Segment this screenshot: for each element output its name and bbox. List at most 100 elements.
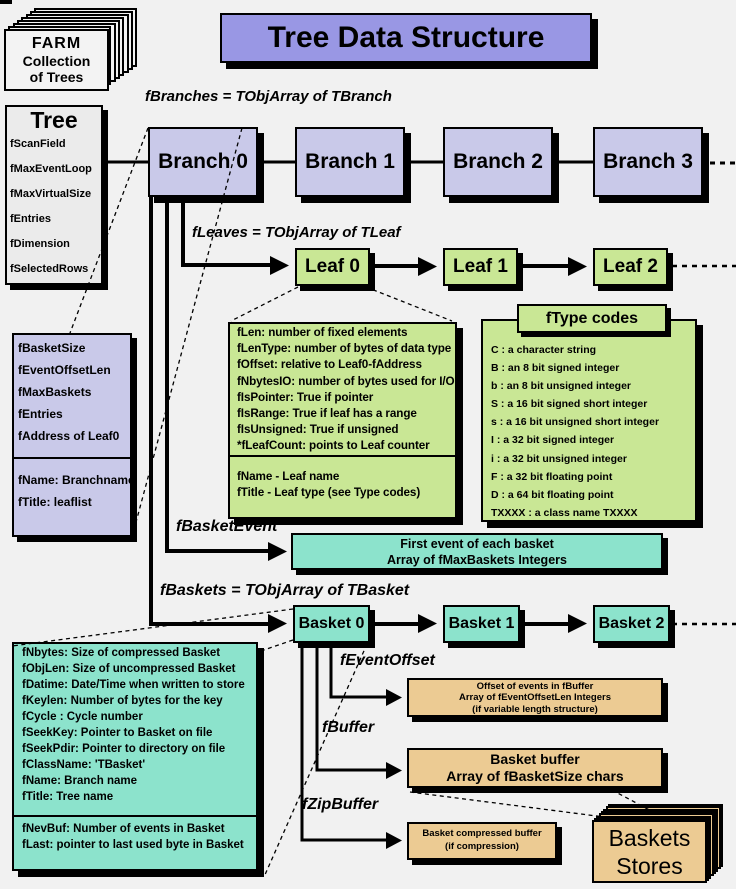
farm-title: FARM [31,35,82,52]
leaf-detail-field: fLen: number of fixed elements [237,326,408,339]
basket-detail-field: fSeekPdir: Pointer to directory on file [22,743,226,756]
basket-2-box: Basket 2 [593,605,670,643]
basket-detail-field: fClassName: 'TBasket' [22,759,146,772]
label-fleaves: fLeaves = TObjArray of TLeaf [192,224,401,241]
leaf-2-label: Leaf 2 [603,256,658,277]
branch-0-box: Branch 0 [148,127,258,197]
dash-basket0-detail-mid [257,639,294,653]
branch-detail-field: fBasketSize [18,341,86,355]
first-event-line2: Array of fMaxBaskets Integers [387,552,567,567]
branch-2-label: Branch 2 [453,150,543,173]
buffer-line2: Array of fBasketSize chars [446,768,624,784]
arrowhead-zipbuffer [386,832,402,849]
divider [14,457,130,459]
ftype-code: I : a 32 bit signed integer [491,434,615,447]
leaf-detail-field: fIsUnsigned: True if unsigned [237,423,399,437]
label-fzipbuffer: fZipBuffer [302,796,379,813]
leaf-2-box: Leaf 2 [593,248,668,286]
first-event-box: First event of each basket Array of fMax… [291,533,663,570]
leaf-detail-field: fIsPointer: True if pointer [237,390,374,404]
arrowhead-leaf1 [418,257,437,276]
basket-1-box: Basket 1 [443,605,520,643]
basket-detail-field: fNbytes: Size of compressed Basket [22,647,221,659]
basket-0-label: Basket 0 [298,615,365,632]
branch-0-label: Branch 0 [158,150,248,173]
branch-detail-name: fName: Branchname [18,473,135,487]
label-feventoffset: fEventOffset [340,652,435,669]
tree-field: fSelectedRows [10,263,89,275]
first-event-line1: First event of each basket [400,537,554,551]
leaf-detail-name: fName - Leaf name [237,470,340,483]
tree-field: fScanField [10,138,66,150]
label-fbaskets: fBaskets = TObjArray of TBasket [160,582,410,599]
branch-2-box: Branch 2 [443,127,553,197]
ftype-code: B : an 8 bit signed integer [491,362,620,375]
dash-basket0-detail-bottom [263,643,368,878]
arrowhead-firstevent [268,542,287,561]
branch-1-box: Branch 1 [295,127,405,197]
leaf-detail-name: fTitle - Leaf type (see Type codes) [237,485,421,499]
buffer-box: Basket buffer Array of fBasketSize chars [407,748,663,788]
tree-field: fDimension [10,238,70,250]
branch-1-label: Branch 1 [305,150,395,173]
baskets-front-page: Baskets Stores [592,820,707,883]
farm-line3: of Trees [29,69,84,85]
branch-detail-field: fMaxBaskets [18,385,92,399]
ftype-title-box: fType codes [517,304,667,333]
leaf-1-label: Leaf 1 [453,256,508,277]
page-title: Tree Data Structure [267,21,545,54]
basket-1-label: Basket 1 [448,615,515,632]
basket-detail-field: fName: Branch name [22,775,138,788]
tree-box: Tree fScanField fMaxEventLoop fMaxVirtua… [5,105,103,285]
leaf-detail-box: fLen: number of fixed elements fLenType:… [228,322,457,519]
label-fbuffer: fBuffer [322,719,375,736]
arrowhead-basket2 [568,614,587,633]
leaf-detail-field: *fLeafCount: points to Leaf counter [237,439,430,453]
basket-detail-field: fObjLen: Size of uncompressed Basket [22,663,236,676]
basket-detail-field: fSeekKey: Pointer to Basket on file [22,727,213,740]
ftype-code: b : an 8 bit unsigned integer [491,380,632,393]
leaf-detail-field: fNbytesIO: number of bytes used for I/O [237,374,455,388]
farm-front-page: FARM Collection of Trees [4,29,109,91]
arrowhead-buffer [386,762,402,779]
dash-leaf0-detail-left [230,286,299,322]
corner-mark [0,0,12,4]
leaf-detail-field: fLenType: number of bytes of data type [237,342,452,356]
baskets-stack-line1: Baskets [608,824,691,851]
arrowhead-basket1 [418,614,437,633]
basket-detail-field: fCycle : Cycle number [22,711,143,724]
event-offset-box: Offset of events in fBuffer Array of fEv… [407,678,663,717]
tree-box-title: Tree [30,107,78,133]
zip-line2: (if compression) [445,841,519,852]
branch-3-label: Branch 3 [603,150,693,173]
divider [14,815,256,817]
ftype-code: TXXXX : a class name TXXXX [491,506,638,519]
branch-detail-field: fEntries [18,407,63,421]
arrowhead-leaf0 [270,256,289,275]
tree-field: fEntries [10,213,51,225]
zip-line1: Basket compressed buffer [422,828,542,839]
tree-field: fMaxVirtualSize [10,188,92,200]
ftype-code: S : a 16 bit signed short integer [491,398,648,411]
basket-0-box: Basket 0 [293,605,370,643]
basket-detail-field: fKeylen: Number of bytes for the key [22,695,223,708]
ftype-code: D : a 64 bit floating point [491,488,614,501]
tree-field: fMaxEventLoop [10,163,92,175]
baskets-stack-line2: Stores [616,852,683,879]
branch-detail-box: fBasketSize fEventOffsetLen fMaxBaskets … [12,333,135,537]
diagram-title-box: Tree Data Structure [220,13,592,63]
zip-buffer-box: Basket compressed buffer (if compression… [407,822,557,860]
dash-basket0-detail-top [11,608,294,647]
label-fbasketevent: fBasketEvent [176,518,278,535]
ftype-codes-box: C : a character string B : an 8 bit sign… [481,319,697,522]
branch-detail-field: fAddress of Leaf0 [18,429,120,443]
dash-buffer-stack-left [409,791,613,819]
arrowhead-leaf2 [568,257,587,276]
event-offset-line2: Array of fEventOffsetLen Integers [458,692,612,704]
basket-detail-box: fNbytes: Size of compressed Basket fObjL… [12,642,258,871]
label-fbranches: fBranches = TObjArray of TBranch [145,88,392,105]
branch-detail-name: fTitle: leaflist [18,495,92,509]
ftype-code: F : a 32 bit floating point [491,470,613,483]
leaf-0-label: Leaf 0 [305,256,360,277]
